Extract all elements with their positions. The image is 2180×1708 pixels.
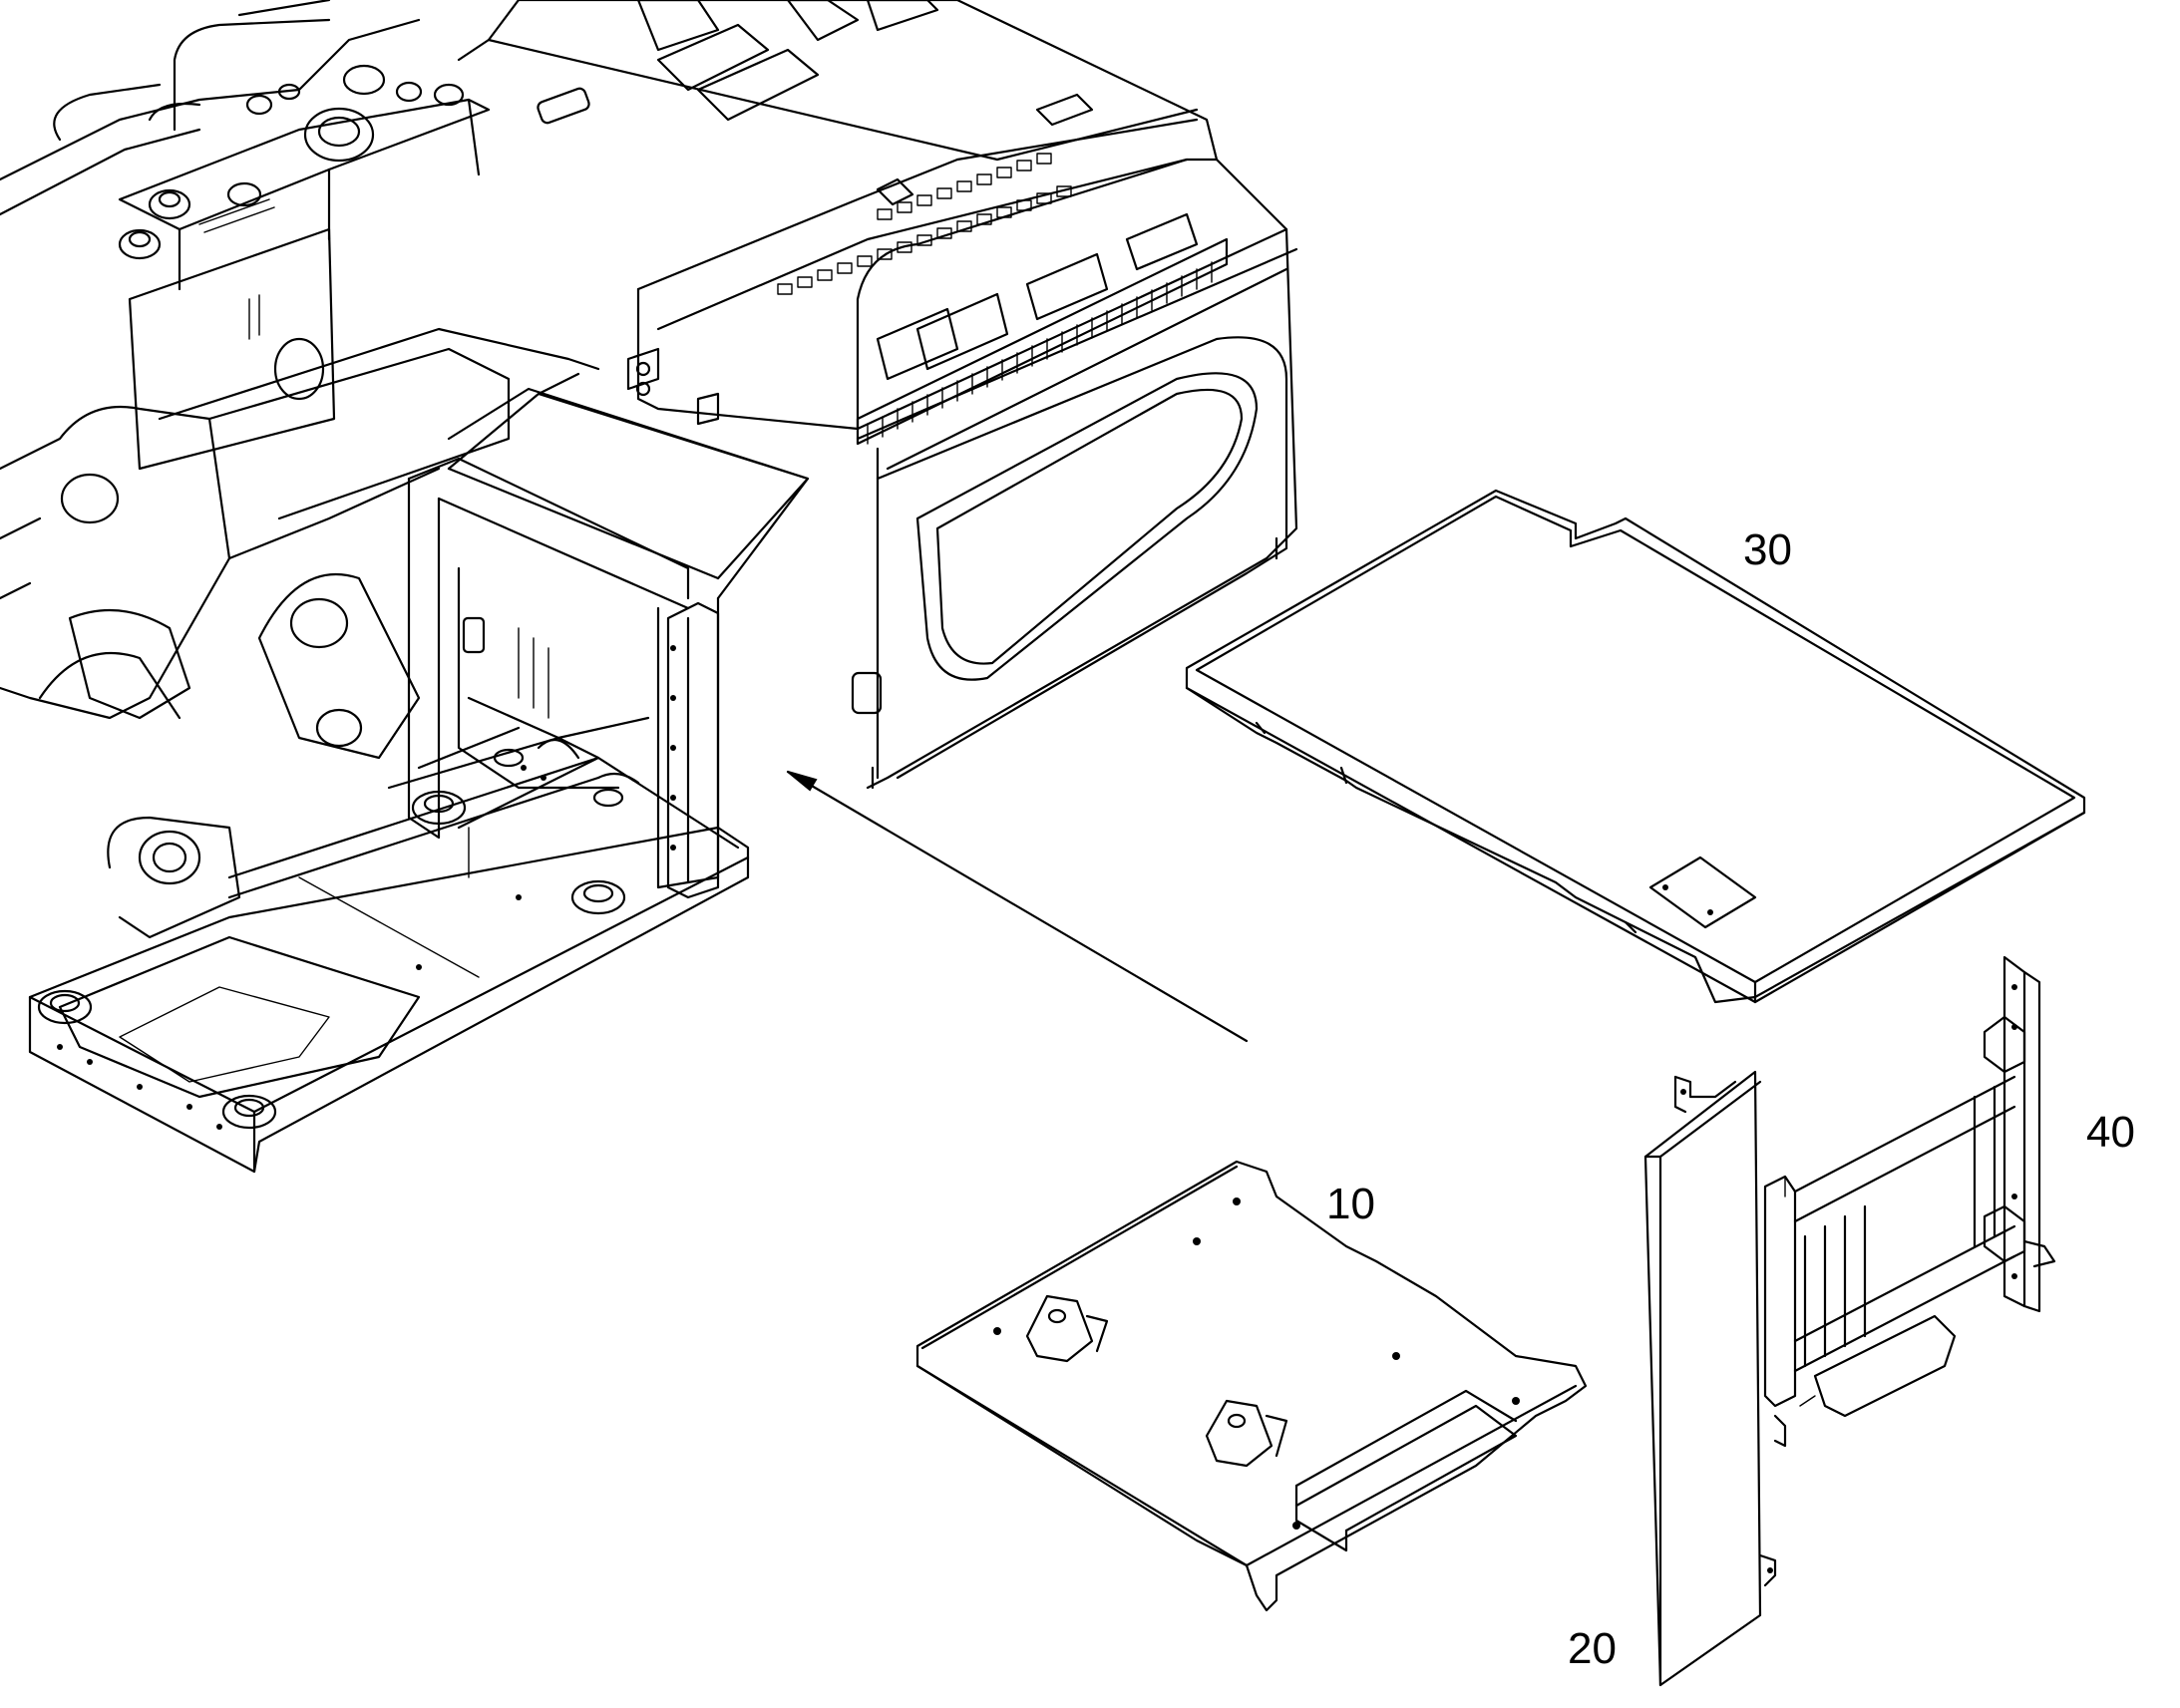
- part-20-side-panel: [1643, 1070, 1777, 1687]
- part-30-cover-plate: [1185, 489, 2086, 1004]
- callout-10: 10: [1326, 1180, 1375, 1228]
- hood-slot-row: [777, 153, 1072, 295]
- callout-30-label: 30: [1743, 525, 1792, 574]
- engine-hood-assembly: [457, 0, 1298, 790]
- callout-40: 40: [2086, 1108, 2135, 1157]
- machine-base-assembly: [0, 0, 810, 1174]
- callout-20: 20: [1568, 1624, 1617, 1673]
- part-10-base-tray: [915, 1160, 1588, 1612]
- assembly-direction-arrow: [786, 770, 1249, 1043]
- part-40-frame-bracket: [1763, 955, 2056, 1448]
